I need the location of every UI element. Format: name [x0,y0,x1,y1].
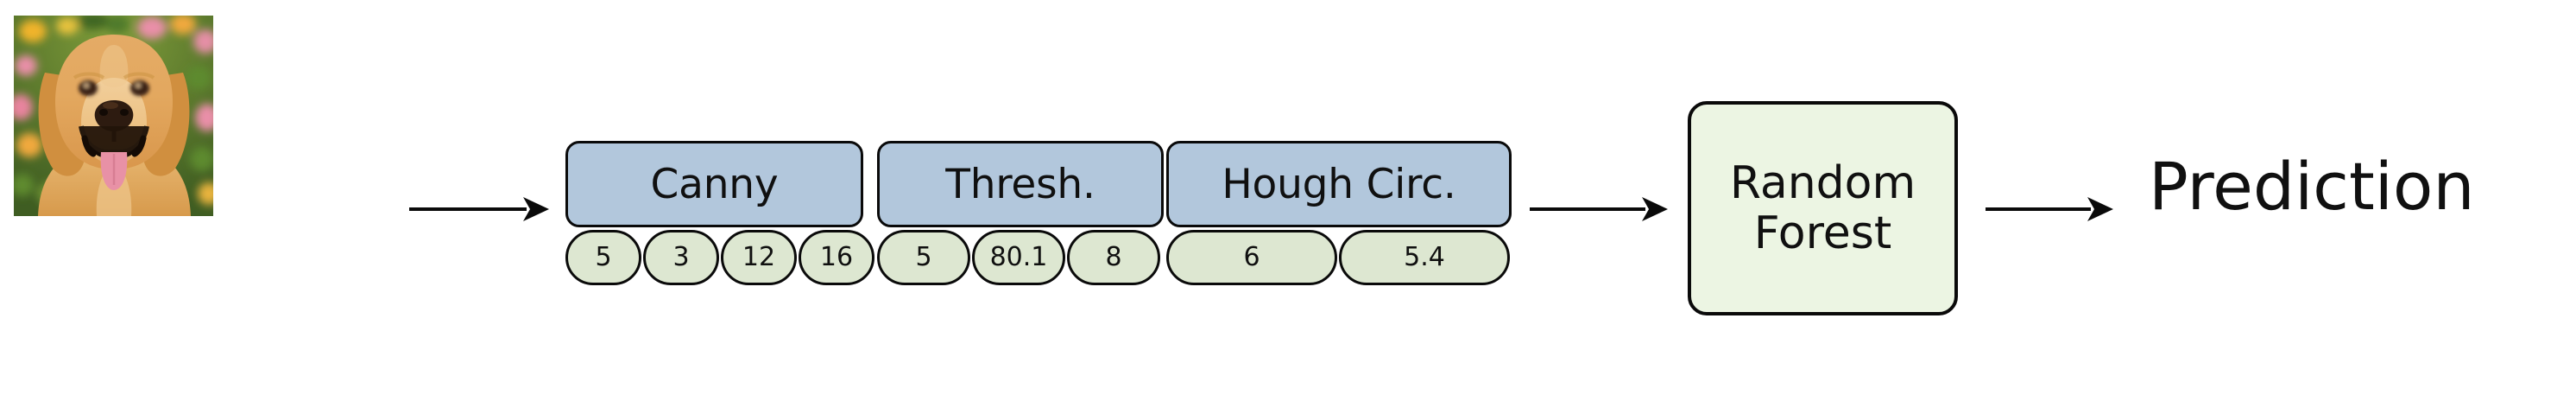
param-value: 5 [915,242,932,272]
stage-box-hough-circ[interactable]: Hough Circ. [1166,141,1512,227]
param-pill[interactable]: 16 [799,230,874,285]
prediction-label: Prediction [2149,148,2475,225]
params-row-thresh: 5 80.1 8 [877,230,1164,285]
params-row-canny: 5 3 12 16 [565,230,874,285]
param-pill[interactable]: 3 [643,230,719,285]
param-value: 6 [1243,242,1260,272]
param-value: 16 [819,242,854,272]
arrow-pipeline-to-model [1530,192,1668,226]
feature-pipeline: Canny 5 3 12 16 Thresh. [565,141,1512,288]
param-value: 5.4 [1404,242,1445,272]
model-label-line2: Forest [1753,207,1892,259]
param-pill[interactable]: 5 [877,230,970,285]
param-value: 5 [595,242,612,272]
param-pill[interactable]: 12 [721,230,797,285]
param-pill[interactable]: 5.4 [1339,230,1510,285]
stage-box-thresh[interactable]: Thresh. [877,141,1164,227]
random-forest-box[interactable]: Random Forest [1688,101,1958,315]
param-value: 8 [1105,242,1122,272]
arrow-image-to-pipeline [409,192,549,226]
param-pill[interactable]: 6 [1166,230,1337,285]
model-label-line1: Random [1729,156,1916,209]
param-value: 3 [672,242,690,272]
pipeline-stage-canny[interactable]: Canny 5 3 12 16 [565,141,874,285]
stage-box-canny[interactable]: Canny [565,141,863,227]
param-value: 12 [742,242,776,272]
param-pill[interactable]: 5 [565,230,641,285]
stage-label-thresh: Thresh. [945,160,1095,208]
param-pill[interactable]: 80.1 [972,230,1065,285]
stage-label-canny: Canny [650,160,779,208]
input-image [14,16,213,216]
params-row-hough-circ: 6 5.4 [1166,230,1512,285]
param-value: 80.1 [989,242,1048,272]
input-image-illustration [14,16,213,216]
arrow-model-to-output [1986,192,2113,226]
param-pill[interactable]: 8 [1067,230,1160,285]
stage-label-hough-circ: Hough Circ. [1222,160,1456,208]
pipeline-stage-hough-circ[interactable]: Hough Circ. 6 5.4 [1166,141,1512,285]
pipeline-stage-thresh[interactable]: Thresh. 5 80.1 8 [877,141,1164,285]
